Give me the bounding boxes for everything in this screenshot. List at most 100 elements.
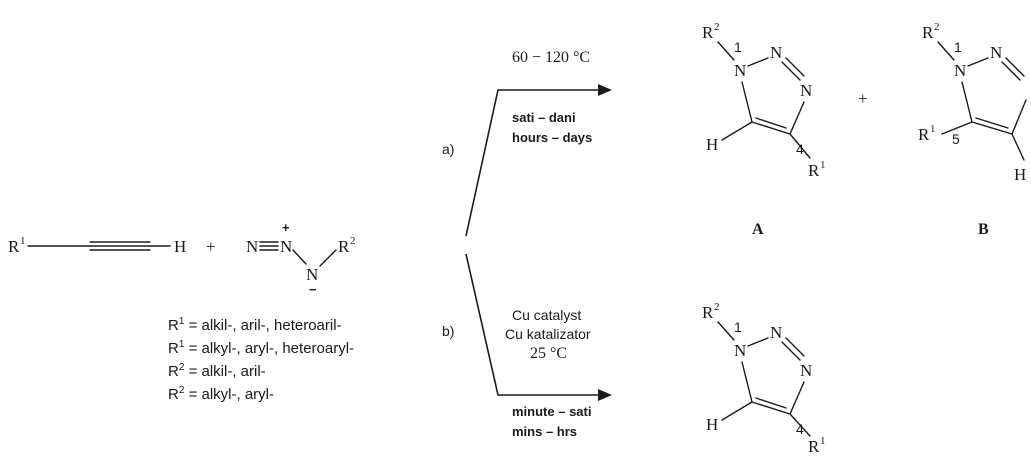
product-a2-bond-r2-n1 — [717, 321, 735, 341]
alkyne-r-label: R — [8, 237, 20, 256]
route-b-label: b) — [442, 323, 454, 339]
reactant-plus-sign: + — [206, 237, 216, 256]
product-a-n3: N — [800, 81, 812, 100]
route-b-time-en: mins – hrs — [512, 424, 577, 439]
definition-line-1: R1 = alkil-, aril-, heteroaril- — [168, 316, 342, 334]
product-a2-pos4: 4 — [796, 421, 804, 437]
product-b-r2-label: R — [922, 23, 934, 42]
product-b-h: H — [1014, 165, 1026, 184]
product-b-bond-n2-n3-1 — [1001, 61, 1021, 81]
product-a-bond-c4-r1 — [789, 133, 811, 159]
product-a2-r2-label: R — [702, 303, 714, 322]
product-plus-sign: + — [858, 89, 868, 108]
product-a-r1-sup: 1 — [820, 159, 826, 171]
reaction-arrows — [465, 84, 612, 401]
alkyne-h-label: H — [174, 237, 186, 256]
definition-line-3: R2 = alkil-, aril- — [168, 362, 266, 380]
product-b-n1: N — [954, 61, 966, 80]
azide-n-terminal: N — [246, 237, 258, 256]
azide-r-sup: 2 — [350, 235, 356, 247]
product-a2-bond-c4-c5-1 — [751, 401, 791, 415]
product-b-r1-label: R — [918, 125, 930, 144]
product-b-bond-r2-n1 — [937, 41, 955, 61]
product-b-bond-c4-h — [1011, 133, 1025, 161]
product-a-bond-n3-c4 — [789, 101, 805, 135]
product-a-bond-c5-n1 — [741, 81, 753, 123]
product-a-bond-n2-n3-1 — [781, 61, 801, 81]
substituent-definitions: R1 = alkil-, aril-, heteroaril- R1 = alk… — [168, 316, 354, 403]
azide-plus-charge: + — [282, 220, 290, 235]
product-a-bond-r2-n1 — [717, 41, 735, 61]
product-b-r2-sup: 2 — [934, 21, 940, 33]
product-a-pos1: 1 — [734, 39, 742, 55]
product-b-bond-n3-c4 — [1011, 99, 1027, 135]
product-a-top-label: A — [752, 221, 764, 238]
product-b-bond-c5-r1 — [941, 121, 973, 135]
product-b-pos1: 1 — [954, 39, 962, 55]
product-b-bond-n2-n3-2 — [1005, 57, 1025, 77]
product-a2-bond-n2-n3-2 — [785, 337, 805, 357]
definition-line-2: R1 = alkyl-, aryl-, heteroaryl- — [168, 339, 354, 357]
product-a-bond-c5-h — [721, 121, 753, 141]
product-a2-r2-sup: 2 — [714, 301, 720, 313]
definition-line-4: R2 = alkyl-, aryl- — [168, 385, 274, 403]
product-a-r2-label: R — [702, 23, 714, 42]
azide: N N + N − R 2 — [246, 220, 356, 297]
product-a-bond-c4-c5-2 — [755, 117, 787, 129]
route-a-temperature: 60 − 120 °C — [512, 49, 590, 66]
product-a-bond-c4-c5-1 — [751, 121, 791, 135]
azide-n-proximal: N — [306, 265, 318, 284]
route-a-time-hr: sati – dani — [512, 110, 576, 125]
product-a2-bond-c4-r1 — [789, 413, 811, 437]
product-a-bond-n2-n3-2 — [785, 57, 805, 77]
product-a2-bond-c5-h — [721, 401, 753, 421]
product-b-pos5: 5 — [952, 131, 960, 147]
alkyne: R 1 H — [8, 235, 186, 256]
route-a-label: a) — [442, 141, 454, 157]
arrow-route-b-head — [598, 389, 612, 401]
product-b-n2: N — [990, 43, 1002, 62]
product-a2-bond-n1-n2 — [747, 337, 769, 347]
product-b-bond-n1-n2 — [967, 57, 989, 67]
product-a-bottom: R 2 1 N N N H 4 R 1 — [702, 301, 826, 456]
product-a-n1: N — [734, 61, 746, 80]
arrow-route-a-head — [598, 84, 612, 96]
alkyne-r-sup: 1 — [20, 235, 26, 247]
product-b-label: B — [978, 221, 989, 238]
route-b-temperature: 25 °C — [530, 345, 567, 362]
azide-bond-central-proximal — [292, 249, 307, 265]
product-b-bond-c4-c5-1 — [971, 121, 1013, 135]
route-b-catalyst-en: Cu catalyst — [512, 307, 581, 323]
product-a2-r1-sup: 1 — [820, 435, 826, 447]
product-a2-n1: N — [734, 341, 746, 360]
product-a-n2: N — [770, 43, 782, 62]
product-a2-bond-c5-n1 — [741, 361, 753, 403]
product-b-r1-sup: 1 — [930, 123, 936, 135]
azide-r-label: R — [338, 237, 350, 256]
azide-bond-to-r2 — [319, 249, 337, 267]
azide-minus-charge: − — [309, 282, 317, 297]
product-a2-bond-c4-c5-2 — [755, 397, 787, 409]
arrow-route-a — [465, 89, 600, 237]
product-a2-bond-n2-n3-1 — [781, 341, 801, 361]
product-a2-h: H — [706, 415, 718, 434]
product-a-top: R 2 1 N N N H 4 R 1 A — [702, 21, 826, 238]
product-b-bond-c4-c5-2 — [975, 117, 1009, 129]
route-b-catalyst-hr: Cu katalizator — [505, 326, 591, 342]
product-a2-r1-label: R — [808, 437, 820, 456]
product-a-pos4: 4 — [796, 141, 804, 157]
product-b: R 2 1 N N R 1 5 H B — [918, 21, 1027, 238]
product-a2-n2: N — [770, 323, 782, 342]
product-a-h: H — [706, 135, 718, 154]
product-a-r2-sup: 2 — [714, 21, 720, 33]
route-a-time-en: hours – days — [512, 130, 592, 145]
product-a2-pos1: 1 — [734, 319, 742, 335]
product-a2-bond-n3-c4 — [789, 381, 805, 415]
route-b-time-hr: minute – sati — [512, 404, 591, 419]
product-a-r1-label: R — [808, 161, 820, 180]
azide-n-central: N — [280, 237, 292, 256]
product-a-bond-n1-n2 — [747, 57, 769, 67]
product-a2-n3: N — [800, 361, 812, 380]
arrow-route-b — [465, 253, 600, 396]
